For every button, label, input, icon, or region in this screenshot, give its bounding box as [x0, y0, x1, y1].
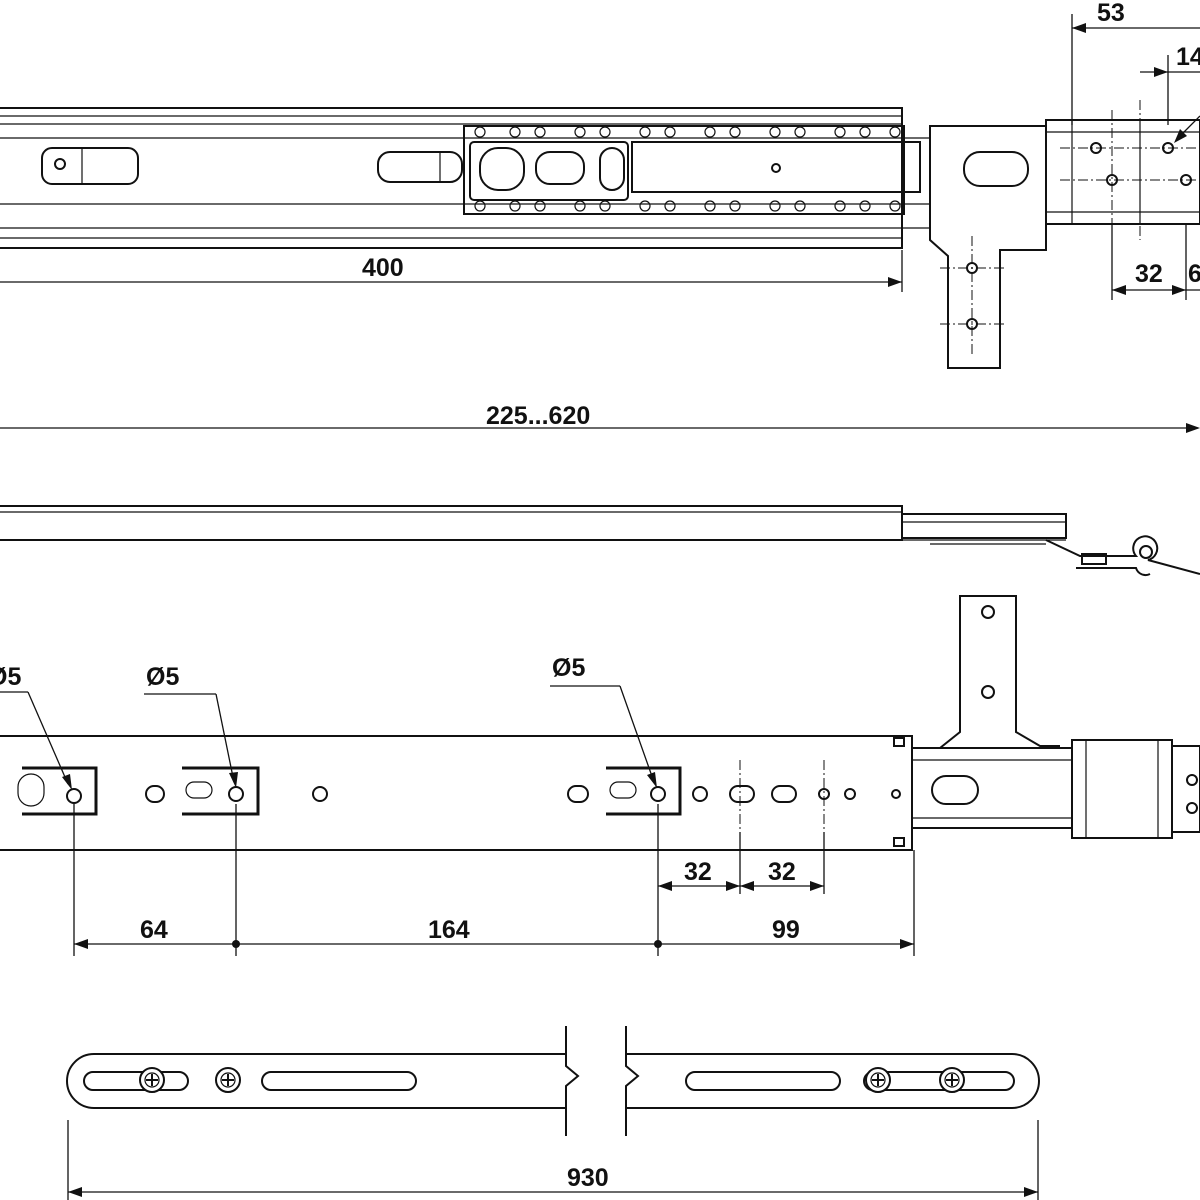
hole-diameter-3-label: Ø5: [552, 654, 585, 682]
dimension-chain: 64 164 99: [73, 804, 915, 956]
side-view-profile: [0, 505, 1200, 577]
dimension-99-label: 99: [772, 916, 800, 944]
hole-diameter-callout-2: Ø5: [144, 663, 238, 788]
dimension-32a-label: 32: [684, 858, 712, 886]
hole-diameter-1-label: Ø5: [0, 663, 21, 691]
screw-icon: [215, 1067, 241, 1093]
dimension-930-label: 930: [567, 1164, 609, 1192]
dimension-400: 400: [0, 250, 903, 292]
top-view-rail: [0, 100, 1200, 369]
dimension-225-620: 225...620: [0, 402, 1200, 433]
hole-diameter-2-label: Ø5: [146, 663, 179, 691]
dimension-53-label: 53: [1097, 0, 1125, 27]
ball-row-bottom: [474, 200, 901, 212]
dimension-225-620-label: 225...620: [486, 402, 590, 430]
hole-diameter-callout-1: Ø5: [0, 663, 72, 790]
dimension-164-label: 164: [428, 916, 470, 944]
dimension-32b-label: 32: [768, 858, 796, 886]
screw-icon: [139, 1067, 165, 1093]
dimension-32-side-label: 32: [1135, 260, 1163, 288]
dimension-32-side: 32 6: [1111, 224, 1200, 300]
synchronization-bar: [66, 1026, 1040, 1136]
dimension-14: 14: [1140, 43, 1200, 143]
dimension-32-pair: 32 32: [657, 804, 825, 956]
dimension-400-label: 400: [362, 254, 404, 282]
ball-row-top: [474, 126, 901, 138]
screw-icon: [939, 1067, 965, 1093]
dimension-64-label: 64: [140, 916, 168, 944]
dimension-14-label: 14: [1176, 43, 1200, 71]
hole-diameter-callout-3: Ø5: [550, 654, 657, 788]
dimension-53: 53: [1071, 0, 1200, 125]
dimension-930: 930: [67, 1120, 1039, 1200]
front-view-rail: [0, 595, 1200, 851]
dimension-6-label: 6: [1188, 260, 1200, 288]
screw-icon: [865, 1067, 891, 1093]
